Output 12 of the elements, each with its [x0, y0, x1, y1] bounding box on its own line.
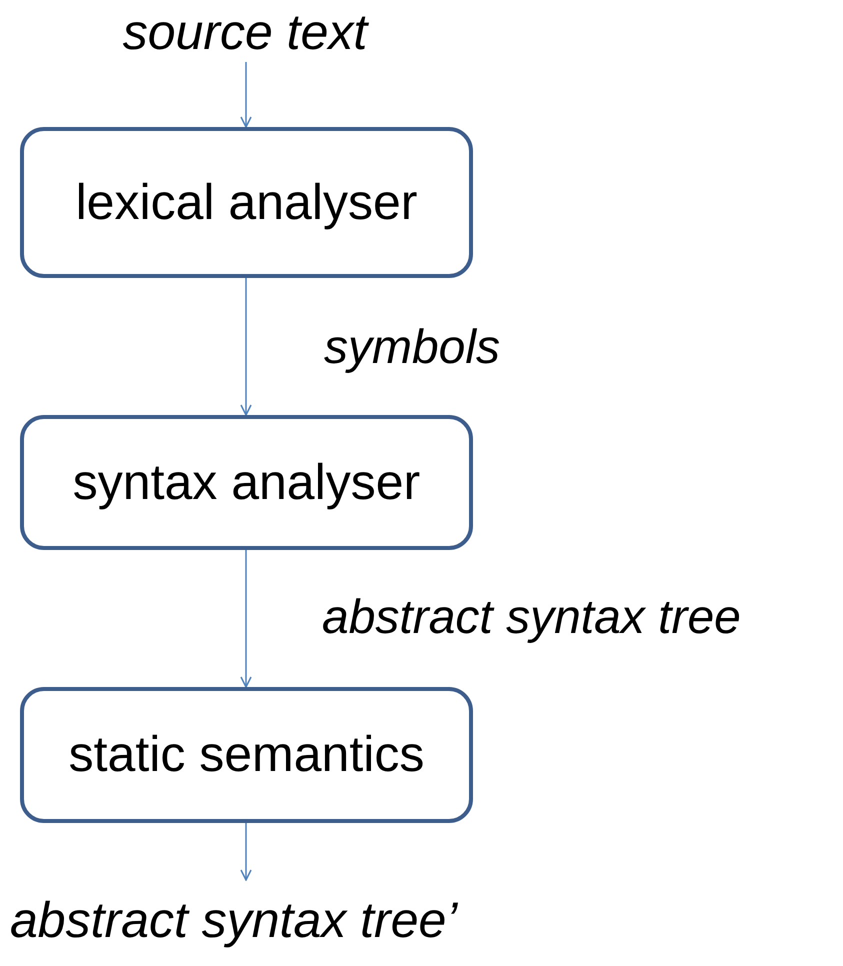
arrow: [240, 550, 252, 688]
arrow: [240, 62, 252, 128]
process-box: [20, 127, 473, 278]
arrow: [240, 823, 252, 881]
arrow: [240, 278, 252, 416]
flow-label: abstract syntax tree’: [10, 891, 458, 949]
process-box: [20, 687, 473, 823]
process-label: static semantics: [68, 726, 424, 784]
process-label: syntax analyser: [72, 454, 420, 512]
process-box: [20, 415, 473, 550]
flow-label: source text: [122, 3, 368, 61]
process-label: lexical analyser: [76, 174, 418, 232]
